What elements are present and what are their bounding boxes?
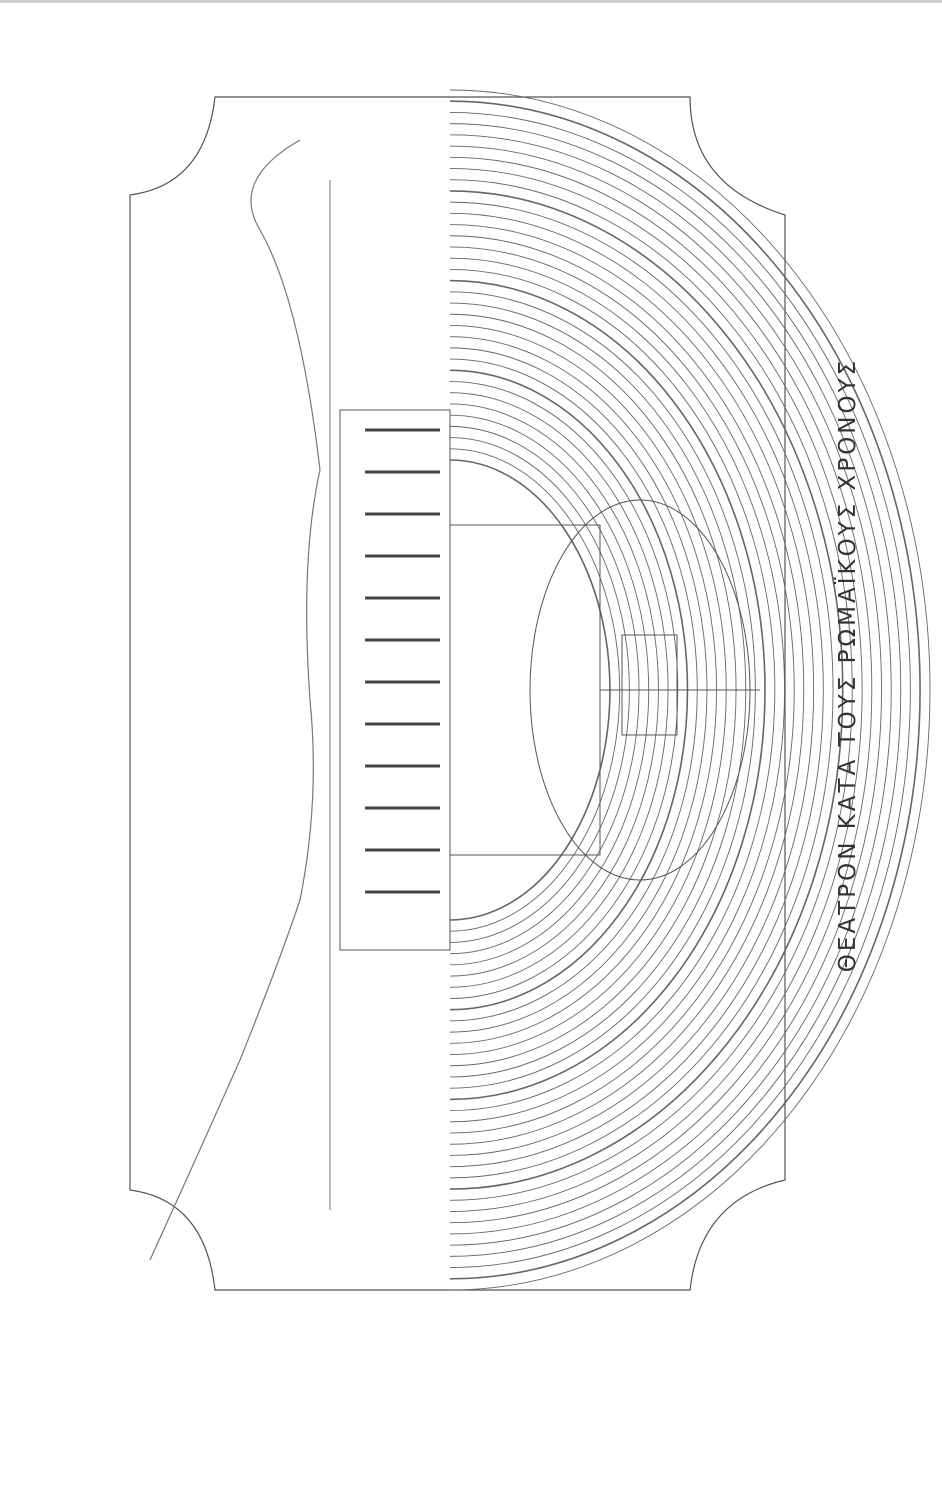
- altar: [621, 634, 678, 736]
- stage-building: [449, 524, 601, 856]
- seating-row: [449, 168, 863, 1212]
- mountains: [149, 139, 321, 1261]
- colonnade: [339, 409, 451, 951]
- seating-row: [449, 145, 882, 1235]
- seating-row: [449, 190, 843, 1190]
- seating-row: [449, 111, 911, 1269]
- seating-row: [449, 448, 621, 932]
- scan-edge: [0, 0, 942, 3]
- seating-row: [449, 268, 776, 1112]
- illustration-frame: [129, 96, 786, 1291]
- seating-row: [449, 257, 785, 1123]
- seating-row: [449, 89, 931, 1291]
- seating-row: [449, 134, 892, 1246]
- plate-caption: ΘΕΑΤΡΟΝ ΚΑΤΑ ΤΟΥΣ ΡΩΜΑΪΚΟΥΣ ΧΡΟΝΟΥΣ: [835, 357, 861, 973]
- seating-row: [449, 100, 922, 1280]
- seating-row: [449, 201, 834, 1179]
- seating-row: [449, 246, 795, 1134]
- seating-row: [449, 156, 873, 1224]
- seating-row: [449, 212, 824, 1168]
